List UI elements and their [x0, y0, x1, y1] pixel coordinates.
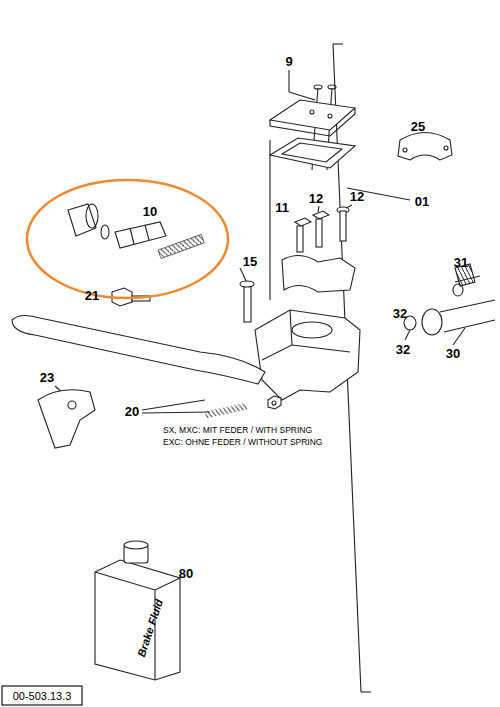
callout-number: 11	[275, 201, 289, 215]
variant-note: EXC: OHNE FEDER / WITHOUT SPRING	[163, 438, 322, 447]
callout-number: 32	[393, 307, 407, 321]
variant-note: SX, MXC: MIT FEDER / WITH SPRING	[163, 426, 312, 435]
callout-number: 31	[454, 256, 468, 270]
callout-number: 21	[85, 289, 99, 303]
callout-number: 01	[415, 195, 429, 209]
callout-number: 9	[285, 55, 292, 69]
callout-number: 20	[125, 405, 139, 419]
callout-number: 30	[446, 347, 460, 361]
callout-number: 23	[40, 371, 54, 385]
callout-number: 25	[411, 120, 425, 134]
highlight-outline	[25, 178, 230, 300]
callout-number: 10	[143, 205, 157, 219]
callout-number: 12	[350, 190, 364, 204]
drawing-code: 00-503.13.3	[13, 690, 72, 702]
highlight-ellipse: 10	[25, 178, 230, 300]
callout-number: 80	[179, 567, 193, 581]
callout-number: 12	[309, 192, 323, 206]
callout-number: 15	[243, 255, 257, 269]
callout-number: 32	[396, 343, 410, 357]
